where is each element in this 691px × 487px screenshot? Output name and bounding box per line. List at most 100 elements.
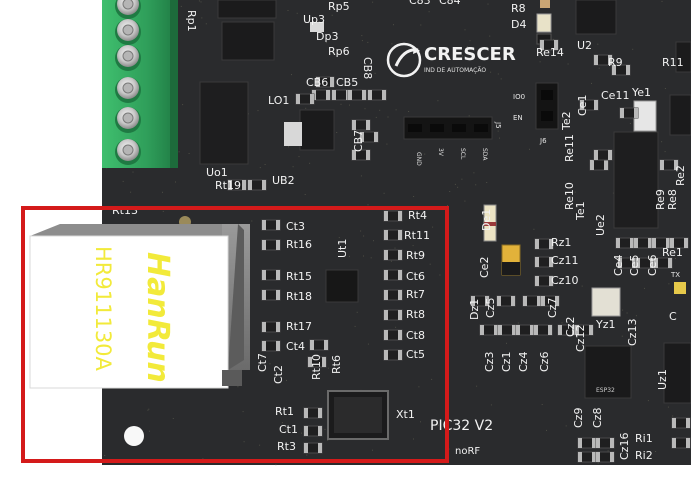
smd-component xyxy=(359,131,379,143)
smd-component xyxy=(383,210,403,222)
refdes-label: Uz1 xyxy=(656,369,669,390)
refdes-label: C xyxy=(669,310,677,323)
smd-component xyxy=(367,89,387,101)
refdes-label: Ce11 xyxy=(601,89,629,102)
rj45-jack xyxy=(29,224,250,389)
refdes-label: Cz4 xyxy=(517,352,530,372)
smd-component xyxy=(307,356,327,368)
smd-component xyxy=(470,295,490,307)
refdes-label: Re8 xyxy=(666,189,679,210)
smd-component xyxy=(653,257,673,269)
refdes-label: R9 xyxy=(608,56,623,69)
refdes-label: Rt1 xyxy=(275,405,294,418)
refdes-label: Ce2 xyxy=(478,257,491,278)
refdes-label: Xt1 xyxy=(396,408,415,421)
refdes-label: Ct4 xyxy=(286,340,305,353)
header-j5-pin-labels: GND 3V SCL SDA xyxy=(415,148,488,166)
refdes-label: Up3 xyxy=(303,13,325,26)
refdes-label: Rt18 xyxy=(286,290,312,303)
refdes-label: Cz12 xyxy=(574,325,587,352)
refdes-label: Cz9 xyxy=(572,408,585,428)
refdes-label: Ut1 xyxy=(336,239,349,258)
j6-pin-en: EN xyxy=(513,114,523,122)
ethernet-area xyxy=(124,216,389,446)
smd-component xyxy=(311,89,331,101)
smd-component xyxy=(611,64,631,76)
refdes-label: Re1 xyxy=(662,246,683,259)
smd-component xyxy=(383,329,403,341)
esp-module-label: ESP32 xyxy=(596,387,615,394)
smd-component xyxy=(383,289,403,301)
smd-component xyxy=(383,309,403,321)
refdes-label: D4 xyxy=(511,18,526,31)
refdes-label: Rt19 xyxy=(215,179,241,192)
smd-component xyxy=(633,237,653,249)
refdes-label: Rt9 xyxy=(406,249,425,262)
crescer-logo xyxy=(386,42,422,78)
refdes-label: Re10 xyxy=(563,182,576,210)
smd-component xyxy=(261,321,281,333)
refdes-label: Rt8 xyxy=(406,308,425,321)
refdes-label: Ct6 xyxy=(406,270,425,283)
refdes-label: Uo1 xyxy=(206,166,228,179)
refdes-label: Te1 xyxy=(574,201,587,221)
smd-component xyxy=(261,289,281,301)
smd-component xyxy=(577,451,597,463)
smd-component xyxy=(540,295,560,307)
smd-component xyxy=(227,179,247,191)
refdes-label: Cz3 xyxy=(483,352,496,372)
smd-component xyxy=(579,99,599,111)
refdes-label: Rt13 xyxy=(112,204,138,217)
smd-component xyxy=(671,437,691,449)
refdes-label: Ue2 xyxy=(594,214,607,236)
refdes-label: Ri1 xyxy=(635,432,653,445)
refdes-label: Cz5 xyxy=(484,298,497,318)
top-components xyxy=(199,0,691,229)
smd-component xyxy=(577,437,597,449)
refdes-label: Rt4 xyxy=(408,209,427,222)
refdes-label: Rp1 xyxy=(185,10,198,32)
smd-component xyxy=(619,107,639,119)
j5-pin-gnd: GND xyxy=(415,152,422,166)
smd-component xyxy=(534,256,554,268)
refdes-label: Re11 xyxy=(563,134,576,162)
refdes-label: Cz10 xyxy=(551,274,578,287)
smd-component xyxy=(347,89,367,101)
refdes-label: Ce1 xyxy=(576,95,589,116)
smd-component xyxy=(247,179,267,191)
refdes-label: Te2 xyxy=(560,111,573,131)
smd-component xyxy=(522,295,542,307)
header-j5 xyxy=(403,116,493,140)
brand-name: CRESCER xyxy=(424,44,516,65)
refdes-label: C84 xyxy=(439,0,461,7)
smd-component xyxy=(533,324,553,336)
smd-component xyxy=(593,149,613,161)
refdes-label: C83 xyxy=(409,0,431,7)
refdes-label: Rt17 xyxy=(286,320,312,333)
smd-component xyxy=(595,451,615,463)
refdes-label: Rt6 xyxy=(330,355,343,374)
refdes-label: U2 xyxy=(577,39,592,52)
refdes-label: Rt3 xyxy=(277,440,296,453)
smd-component xyxy=(261,239,281,251)
refdes-label: Re14 xyxy=(536,46,564,59)
refdes-label: Dp3 xyxy=(316,30,338,43)
refdes-label: Rp5 xyxy=(328,0,350,13)
j5-pin-sda: SDA xyxy=(481,148,488,161)
refdes-label: Re9 xyxy=(654,189,667,210)
refdes-label: Ct7 xyxy=(256,353,269,372)
refdes-label: Ct8 xyxy=(406,329,425,342)
smd-component xyxy=(671,417,691,429)
smd-component xyxy=(595,437,615,449)
smd-component xyxy=(497,324,517,336)
smd-component xyxy=(593,54,613,66)
smd-component xyxy=(479,324,499,336)
j5-ref: J5 xyxy=(494,121,502,129)
refdes-label: Ct3 xyxy=(286,220,305,233)
refdes-label: Cz16 xyxy=(618,433,631,460)
refdes-label: Cz1 xyxy=(500,352,513,372)
smd-component xyxy=(315,76,335,88)
refdes-label: Rt10 xyxy=(310,354,323,380)
smd-component xyxy=(351,149,371,161)
